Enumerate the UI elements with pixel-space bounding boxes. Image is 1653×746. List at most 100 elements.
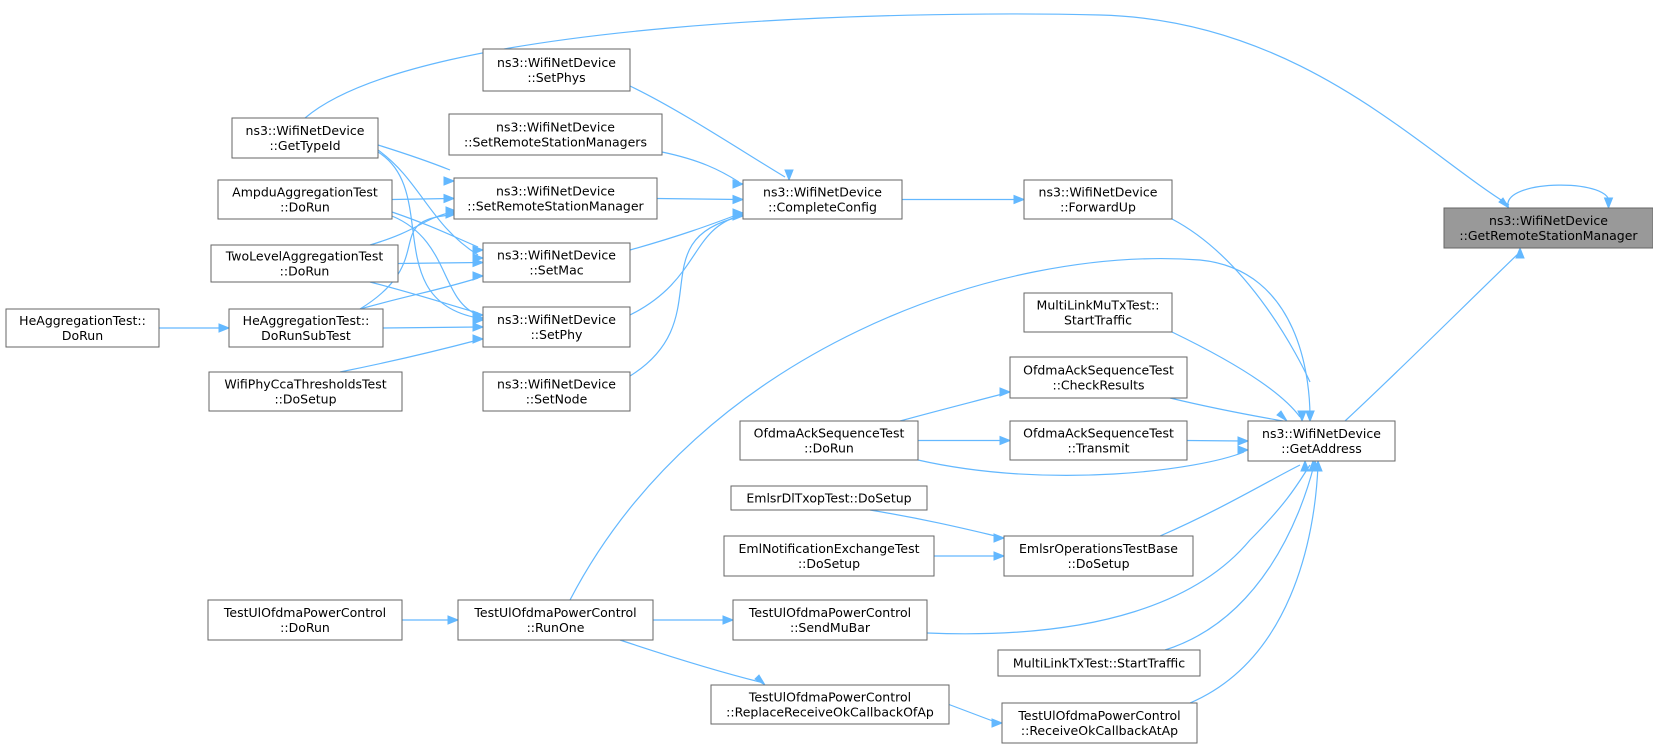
edge-line [629,85,786,178]
node-label-line: TestUlOfdmaPowerControl [1017,708,1180,723]
function-node-SetPhy[interactable]: ns3::WifiNetDevice::SetPhy [482,306,631,348]
edge-arrowhead [732,211,745,221]
function-node-HeDoRunSubTest[interactable]: HeAggregationTest::DoRunSubTest [228,308,384,348]
node-label-line: ::DoRun [804,441,854,456]
edge-line [391,211,479,248]
node-label-line: ns3::WifiNetDevice [1489,213,1608,228]
function-node-UlPcReceiveOk[interactable]: TestUlOfdmaPowerControl::ReceiveOkCallba… [1001,702,1198,744]
edge-line [391,215,479,316]
node-label-line: ns3::WifiNetDevice [496,184,615,199]
edge-UlPcReceiveOk-to-GetAddress [1189,459,1323,704]
function-node-SetPhys[interactable]: ns3::WifiNetDevice::SetPhys [482,48,631,92]
node-label-line: ns3::WifiNetDevice [496,120,615,135]
node-label-line: ::DoSetup [798,556,860,571]
function-node-EmlsrOpsDoSetup[interactable]: EmlsrOperationsTestBase::DoSetup [1003,535,1194,577]
edge-SetPhy-to-CompleteConfig [629,210,745,316]
edge-AmpduDoRun-to-SetRemoteStationManager [391,193,456,204]
node-label-line: TestUlOfdmaPowerControl [223,605,386,620]
edge-arrowhead [722,615,735,625]
edge-line [1507,184,1610,209]
function-node-OfdmaDoRun[interactable]: OfdmaAckSequenceTest::DoRun [739,420,919,461]
function-node-AmpduDoRun[interactable]: AmpduAggregationTest::DoRun [217,179,393,220]
edge-line [917,451,1245,476]
edge-line [661,151,740,183]
edge-CompleteConfig-to-ForwardUp [902,194,1026,205]
function-node-UlPcRunOne[interactable]: TestUlOfdmaPowerControl::RunOne [457,599,654,641]
edge-arrowhead [447,615,460,625]
root-function-node[interactable]: ns3::WifiNetDevice::GetRemoteStationMana… [1443,207,1653,249]
edge-GetAddress-to-GetRemoteStationManager [1344,246,1525,422]
node-label-line: OfdmaAckSequenceTest [754,426,905,441]
edge-line [1344,251,1521,422]
node-box [710,684,950,725]
edge-arrowhead [472,322,485,332]
function-node-SetMac[interactable]: ns3::WifiNetDevice::SetMac [482,242,631,283]
edge-EmlsrDlTxopDoSetup-to-EmlsrOpsDoSetup [869,509,1006,543]
node-label-line: ::SetNode [526,392,588,407]
node-label-line: ::DoSetup [274,392,336,407]
function-node-MultiLinkMuStartTraffic[interactable]: MultiLinkMuTxTest::StartTraffic [1023,292,1173,333]
function-node-CcaDoSetup[interactable]: WifiPhyCcaThresholdsTest::DoSetup [208,371,403,412]
edge-arrowhead [991,718,1004,728]
edge-HeDoRunSubTest-to-SetRemoteStationManager [359,209,458,310]
function-node-SetRemoteStationManagers[interactable]: ns3::WifiNetDevice::SetRemoteStationMana… [448,113,663,156]
edge-arrowhead [1300,459,1310,472]
edge-UlPcReplaceCb-to-UlPcReceiveOk [948,703,1004,728]
edge-line [569,258,1311,601]
node-label-line: ::DoSetup [1067,556,1129,571]
function-node-EmlNotifDoSetup[interactable]: EmlNotificationExchangeTest::DoSetup [723,535,935,577]
edge-UlPcRunOne-to-GetAddress [569,258,1315,601]
node-box [1003,535,1194,577]
function-node-EmlsrDlTxopDoSetup[interactable]: EmlsrDlTxopTest::DoSetup [730,485,928,511]
function-node-GetTypeId[interactable]: ns3::WifiNetDevice::GetTypeId [231,117,379,159]
edge-arrowhead [993,551,1006,561]
node-label-line: TestUlOfdmaPowerControl [748,690,911,705]
node-label-line: ns3::WifiNetDevice [497,248,616,263]
function-node-ForwardUp[interactable]: ns3::WifiNetDevice::ForwardUp [1023,179,1173,220]
edge-arrowhead [754,674,766,686]
node-label-line: AmpduAggregationTest [232,185,378,200]
function-node-SetNode[interactable]: ns3::WifiNetDevice::SetNode [482,371,631,412]
node-box [217,179,393,220]
edge-OfdmaDoRun-to-OfdmaTransmit [918,435,1012,446]
function-node-TwoLevelDoRun[interactable]: TwoLevelAggregationTest::DoRun [210,244,399,283]
node-box [997,649,1201,677]
edge-line [382,326,480,329]
function-node-OfdmaTransmit[interactable]: OfdmaAckSequenceTest::Transmit [1009,420,1188,461]
function-node-UlPcReplaceCb[interactable]: TestUlOfdmaPowerControl::ReplaceReceiveO… [710,684,950,725]
edge-UlPcRunOne-to-UlPcSendMuBar [653,615,735,625]
function-node-HeDoRun[interactable]: HeAggregationTest::DoRun [5,308,160,348]
function-node-SetRemoteStationManager[interactable]: ns3::WifiNetDevice::SetRemoteStationMana… [453,177,658,220]
node-label-line: ::GetTypeId [269,138,340,153]
node-box [207,599,403,641]
node-box [742,179,903,220]
function-node-GetAddress[interactable]: ns3::WifiNetDevice::GetAddress [1247,420,1396,462]
edge-arrowhead [1313,459,1323,472]
node-label-line: ::SetPhys [527,70,585,85]
node-label-line: ::SetPhy [531,327,583,342]
edge-arrowhead [1276,410,1288,422]
edge-arrowhead [732,194,745,205]
function-node-UlPcSendMuBar[interactable]: TestUlOfdmaPowerControl::SendMuBar [732,599,928,641]
function-node-UlPcDoRun[interactable]: TestUlOfdmaPowerControl::DoRun [207,599,403,641]
edge-line [1159,464,1301,537]
edge-arrowhead [999,387,1012,397]
function-node-CompleteConfig[interactable]: ns3::WifiNetDevice::CompleteConfig [742,179,903,220]
edge-arrowhead [999,435,1012,446]
edge-line [1171,331,1301,418]
node-box [739,420,919,461]
edge-line [1189,464,1319,704]
node-label-line: ::DoRun [280,264,330,279]
edge-arrowhead [472,334,485,344]
edge-arrowhead [1297,410,1307,423]
edge-TwoLevelDoRun-to-SetMac [397,257,485,268]
node-label-line: ::ForwardUp [1060,200,1136,215]
edge-line [339,339,479,373]
node-label-line: TestUlOfdmaPowerControl [473,605,636,620]
edge-line [948,703,999,724]
node-box [208,371,403,412]
function-node-OfdmaCheckResults[interactable]: OfdmaAckSequenceTest::CheckResults [1009,356,1188,399]
function-node-MultiLinkTxStartTraffic[interactable]: MultiLinkTxTest::StartTraffic [997,649,1201,677]
node-label-line: DoRunSubTest [261,328,351,343]
edge-OfdmaDoRun-to-GetAddress [917,445,1250,476]
